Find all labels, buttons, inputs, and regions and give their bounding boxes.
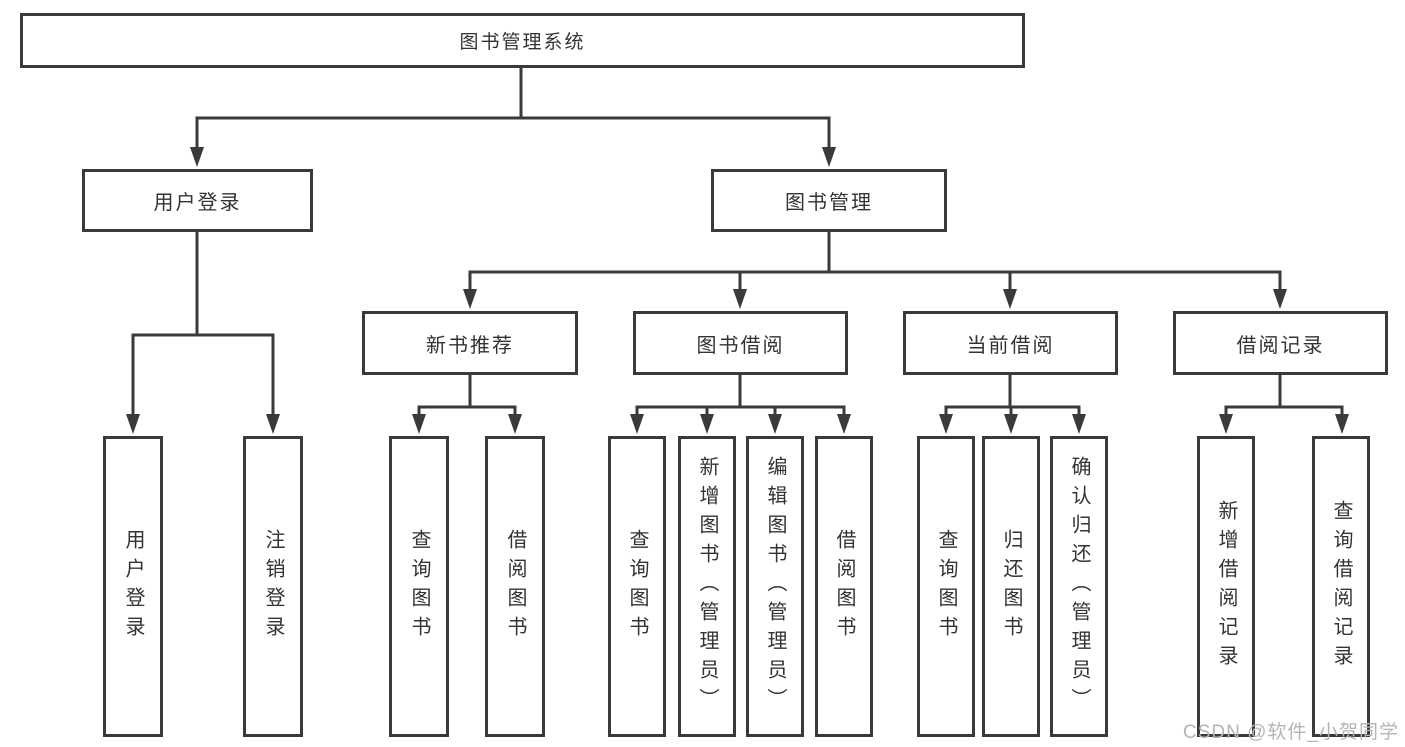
leaf-logout: 注销登录 bbox=[243, 436, 303, 737]
leaf-query-borrow-record-label: 查询借阅记录 bbox=[1330, 499, 1352, 674]
leaf-borrow-books-borrowing: 借阅图书 bbox=[815, 436, 873, 737]
node-borrowing-records: 借阅记录 bbox=[1173, 311, 1388, 375]
connector-root-to-level2 bbox=[190, 66, 836, 167]
node-book-borrowing-label: 图书借阅 bbox=[696, 334, 785, 357]
connector-user-login-children bbox=[126, 232, 280, 434]
node-current-borrowing-label: 当前借阅 bbox=[966, 334, 1055, 357]
connector-new-book-recommend-children bbox=[412, 374, 522, 434]
connector-borrowing-records-children bbox=[1219, 374, 1349, 434]
connector-book-management-children bbox=[463, 232, 1287, 309]
leaf-confirm-return-admin: 确认归还（管理员） bbox=[1050, 436, 1108, 737]
leaf-query-books-recommend-label: 查询图书 bbox=[408, 528, 430, 645]
node-borrowing-records-label: 借阅记录 bbox=[1236, 334, 1325, 357]
leaf-confirm-return-admin-label: 确认归还（管理员） bbox=[1068, 456, 1090, 717]
leaf-add-book-admin-label: 新增图书（管理员） bbox=[696, 456, 718, 717]
node-new-book-recommend: 新书推荐 bbox=[362, 311, 578, 375]
node-book-management-label: 图书管理 bbox=[785, 192, 873, 214]
leaf-return-book: 归还图书 bbox=[982, 436, 1040, 737]
leaf-borrow-books-recommend-label: 借阅图书 bbox=[504, 528, 526, 645]
leaf-query-books-current-label: 查询图书 bbox=[935, 528, 957, 645]
csdn-watermark: CSDN @软件_小贺同学 bbox=[1183, 722, 1399, 743]
leaf-edit-book-admin: 编辑图书（管理员） bbox=[746, 436, 804, 737]
node-user-login: 用户登录 bbox=[82, 169, 313, 232]
leaf-add-borrow-record-label: 新增借阅记录 bbox=[1215, 499, 1237, 674]
node-book-borrowing: 图书借阅 bbox=[633, 311, 848, 375]
leaf-edit-book-admin-label: 编辑图书（管理员） bbox=[764, 456, 786, 717]
connector-current-borrowing-children bbox=[939, 374, 1086, 434]
node-user-login-label: 用户登录 bbox=[153, 192, 242, 214]
leaf-borrow-books-borrowing-label: 借阅图书 bbox=[833, 528, 855, 645]
leaf-query-books-borrowing-label: 查询图书 bbox=[626, 528, 648, 645]
node-current-borrowing: 当前借阅 bbox=[903, 311, 1118, 375]
leaf-query-books-borrowing: 查询图书 bbox=[608, 436, 666, 737]
leaf-query-books-recommend: 查询图书 bbox=[389, 436, 449, 737]
node-root: 图书管理系统 bbox=[20, 13, 1025, 68]
leaf-borrow-books-recommend: 借阅图书 bbox=[485, 436, 545, 737]
node-book-management: 图书管理 bbox=[711, 169, 947, 232]
leaf-add-book-admin: 新增图书（管理员） bbox=[678, 436, 736, 737]
leaf-logout-label: 注销登录 bbox=[262, 528, 284, 645]
leaf-user-login: 用户登录 bbox=[103, 436, 163, 737]
node-root-label: 图书管理系统 bbox=[459, 32, 586, 53]
leaf-query-borrow-record: 查询借阅记录 bbox=[1312, 436, 1370, 737]
leaf-return-book-label: 归还图书 bbox=[1000, 528, 1022, 645]
leaf-user-login-label: 用户登录 bbox=[122, 528, 144, 645]
node-new-book-recommend-label: 新书推荐 bbox=[426, 334, 514, 357]
leaf-query-books-current: 查询图书 bbox=[917, 436, 975, 737]
leaf-add-borrow-record: 新增借阅记录 bbox=[1197, 436, 1255, 737]
connector-book-borrowing-children bbox=[630, 374, 851, 434]
